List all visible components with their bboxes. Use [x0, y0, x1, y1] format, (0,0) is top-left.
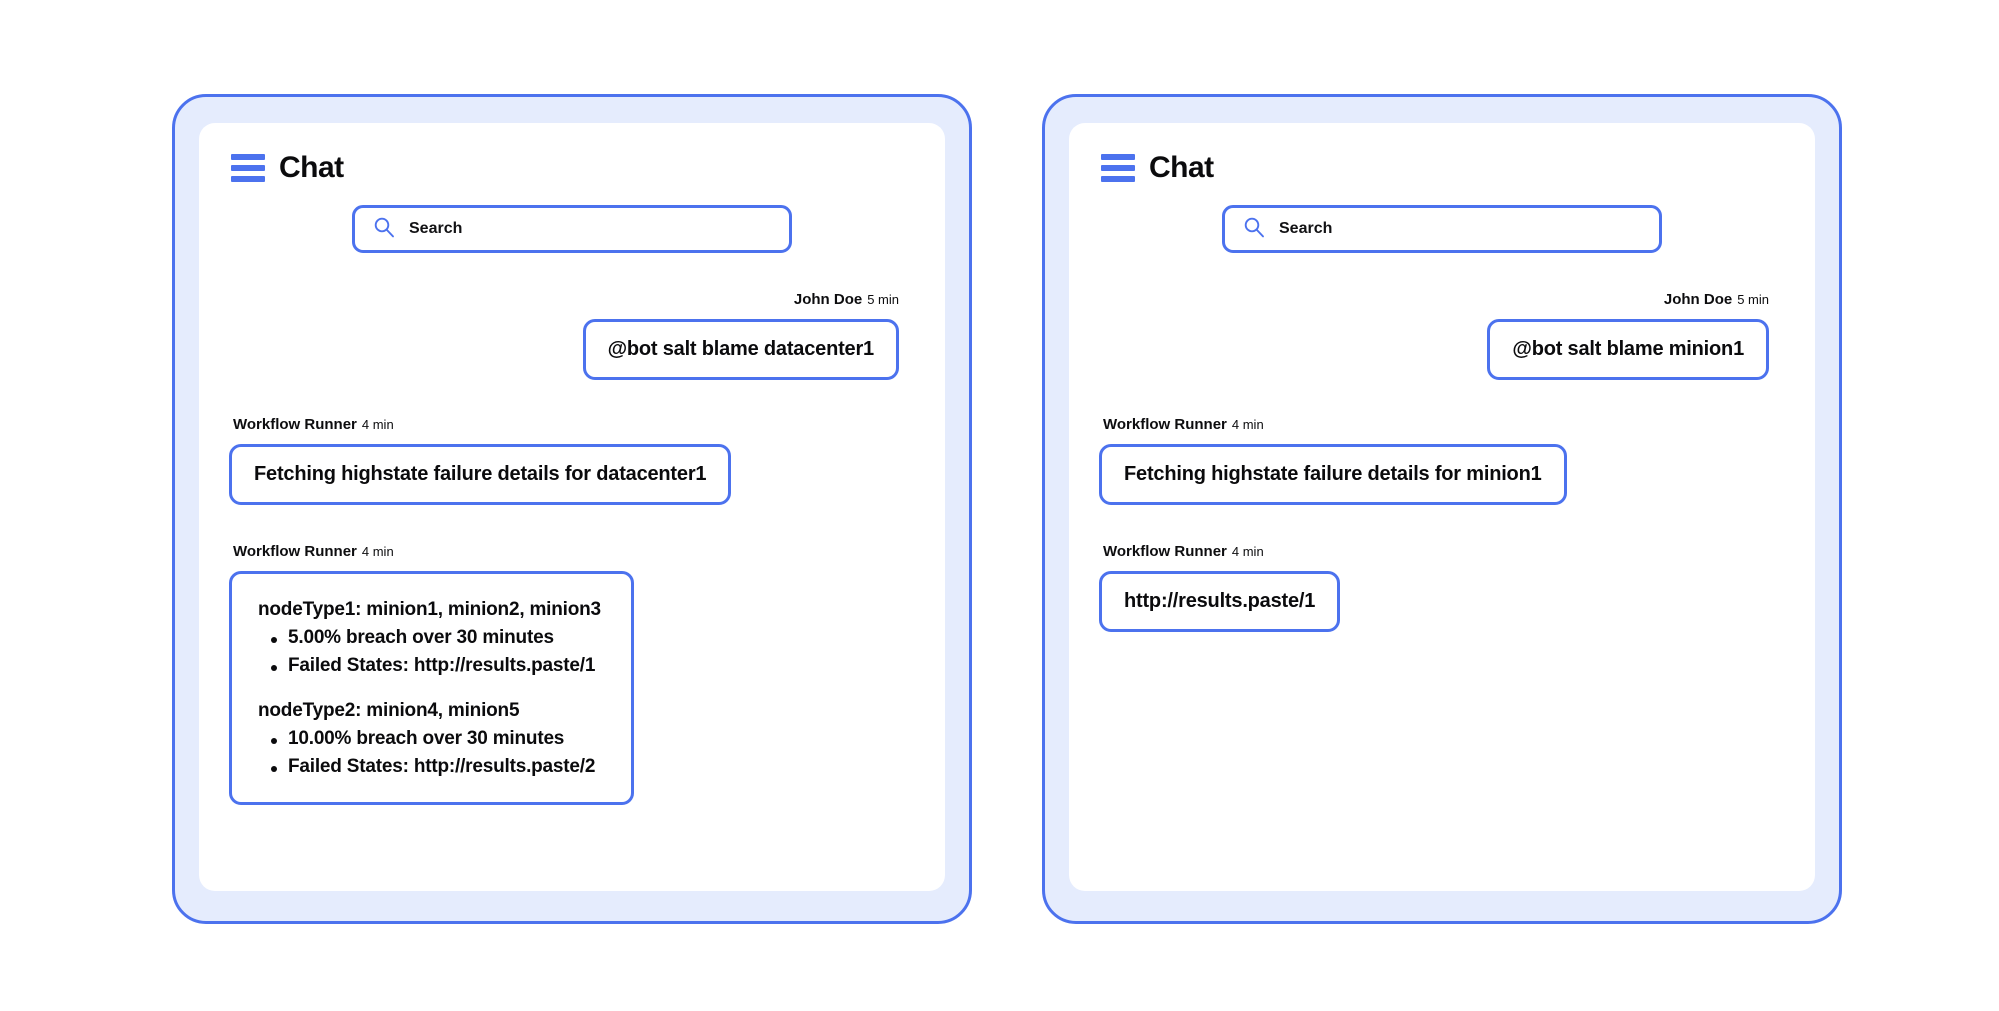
- message-list-left: John Doe 5 min @bot salt blame datacenter…: [229, 291, 915, 805]
- message-item: Workflow Runner 4 min Fetching highstate …: [229, 416, 915, 505]
- search-placeholder: Search: [1279, 220, 1333, 237]
- list-item: 5.00% breach over 30 minutes: [271, 628, 601, 647]
- hamburger-icon[interactable]: [231, 154, 265, 182]
- chat-panel-right: Chat Search John Doe 5 min: [1069, 123, 1815, 891]
- message-time: 4 min: [361, 417, 394, 432]
- chat-card-right: Chat Search John Doe 5 min: [1042, 94, 1842, 924]
- list-item: Failed States: http://results.paste/2: [271, 757, 601, 776]
- message-time: 4 min: [1231, 417, 1264, 432]
- message-sender: Workflow Runner: [233, 543, 357, 560]
- chat-header-right: Chat: [1101, 153, 1785, 183]
- message-item: John Doe 5 min @bot salt blame datacenter…: [229, 291, 915, 380]
- message-meta: John Doe 5 min: [1099, 291, 1785, 308]
- message-bubble-detail[interactable]: nodeType1: minion1, minion2, minion3 5.0…: [229, 571, 634, 805]
- message-bubble[interactable]: Fetching highstate failure details for d…: [229, 444, 732, 505]
- message-bubble-link[interactable]: http://results.paste/1: [1099, 571, 1341, 632]
- message-sender: Workflow Runner: [233, 416, 357, 433]
- page-title: Chat: [279, 151, 344, 184]
- search-icon: [1243, 216, 1265, 243]
- page-title: Chat: [1149, 151, 1214, 184]
- failure-group-list: 10.00% breach over 30 minutes Failed Sta…: [258, 729, 601, 776]
- message-spacer: [229, 390, 915, 416]
- search-icon: [373, 216, 395, 243]
- chat-card-left: Chat Search John Doe 5 min: [172, 94, 972, 924]
- message-item: Workflow Runner 4 min nodeType1: minion1,…: [229, 543, 915, 805]
- message-item: Workflow Runner 4 min http://results.past…: [1099, 543, 1785, 632]
- hamburger-icon[interactable]: [1101, 154, 1135, 182]
- message-spacer: [1099, 515, 1785, 543]
- message-meta: Workflow Runner 4 min: [1099, 416, 1785, 433]
- message-time: 4 min: [1231, 544, 1264, 559]
- message-meta: Workflow Runner 4 min: [229, 416, 915, 433]
- message-item: Workflow Runner 4 min Fetching highstate …: [1099, 416, 1785, 505]
- chat-panel-left: Chat Search John Doe 5 min: [199, 123, 945, 891]
- message-time: 4 min: [361, 544, 394, 559]
- search-input[interactable]: Search: [352, 205, 792, 253]
- message-list-right: John Doe 5 min @bot salt blame minion1 Wo…: [1099, 291, 1785, 632]
- message-time: 5 min: [1737, 292, 1769, 307]
- message-spacer: [1099, 390, 1785, 416]
- failure-group-heading: nodeType2: minion4, minion5: [258, 700, 520, 721]
- message-bubble[interactable]: @bot salt blame minion1: [1487, 319, 1769, 380]
- failure-group-heading: nodeType1: minion1, minion2, minion3: [258, 599, 601, 620]
- message-sender: Workflow Runner: [1103, 416, 1227, 433]
- message-bubble[interactable]: Fetching highstate failure details for m…: [1099, 444, 1567, 505]
- message-meta: Workflow Runner 4 min: [1099, 543, 1785, 560]
- message-meta: Workflow Runner 4 min: [229, 543, 915, 560]
- failure-group-list: 5.00% breach over 30 minutes Failed Stat…: [258, 628, 601, 675]
- failure-group: nodeType2: minion4, minion5 10.00% breac…: [258, 701, 601, 776]
- message-meta: John Doe 5 min: [229, 291, 915, 308]
- message-bubble[interactable]: @bot salt blame datacenter1: [582, 319, 899, 380]
- search-input[interactable]: Search: [1222, 205, 1662, 253]
- message-sender: John Doe: [1663, 291, 1733, 308]
- search-placeholder: Search: [409, 220, 463, 237]
- search-row-right: Search: [1099, 205, 1785, 253]
- list-item: 10.00% breach over 30 minutes: [271, 729, 601, 748]
- message-time: 5 min: [867, 292, 899, 307]
- message-spacer: [229, 515, 915, 543]
- list-item: Failed States: http://results.paste/1: [271, 656, 601, 675]
- message-sender: John Doe: [793, 291, 863, 308]
- message-sender: Workflow Runner: [1103, 543, 1227, 560]
- message-item: John Doe 5 min @bot salt blame minion1: [1099, 291, 1785, 380]
- chat-header-left: Chat: [231, 153, 915, 183]
- search-row-left: Search: [229, 205, 915, 253]
- failure-group: nodeType1: minion1, minion2, minion3 5.0…: [258, 600, 601, 675]
